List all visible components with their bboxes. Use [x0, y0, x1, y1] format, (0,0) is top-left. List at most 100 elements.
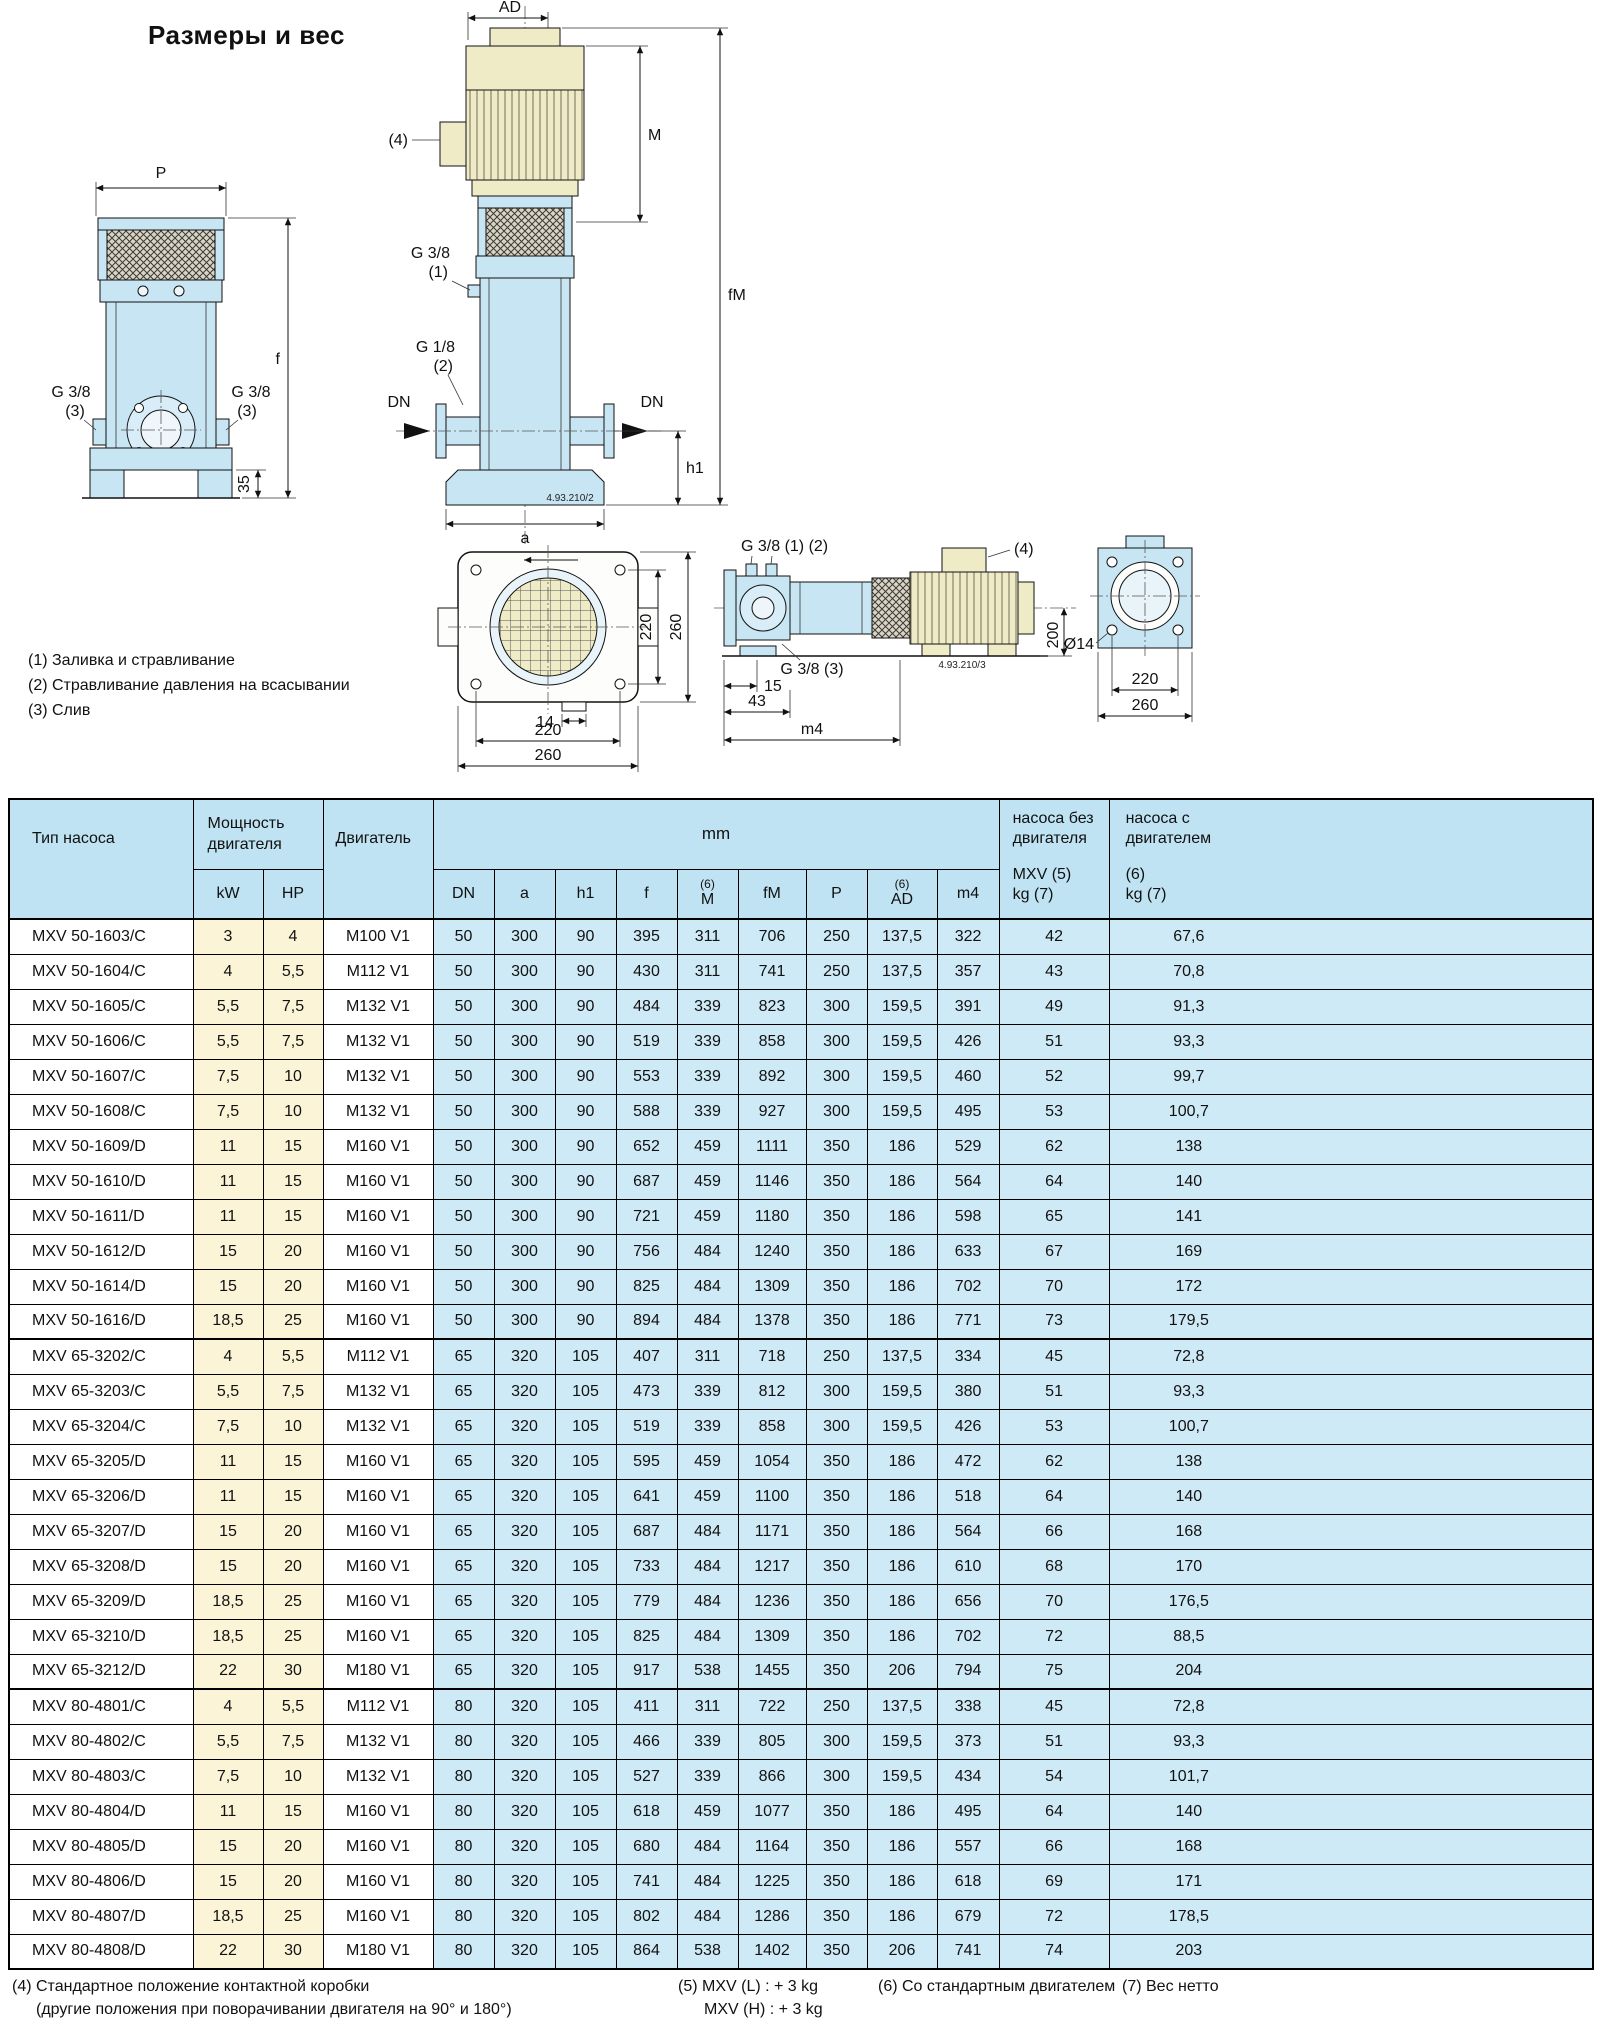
pump-type-cell: MXV 50-1604/C	[8, 953, 194, 990]
table-cell: 618	[936, 1863, 1000, 1900]
table-cell: 15	[262, 1443, 324, 1480]
page-title: Размеры и вес	[148, 20, 345, 50]
pump-type-cell: MXV 65-3208/D	[8, 1548, 194, 1585]
top-view-drawing: 220 260 14 220 260	[437, 545, 696, 772]
table-cell: 105	[554, 1583, 617, 1620]
table-cell: 1111	[737, 1128, 807, 1165]
table-cell: 186	[866, 1198, 938, 1235]
table-cell: 300	[805, 1758, 868, 1795]
table-cell: 320	[493, 1373, 556, 1410]
table-cell: 1455	[737, 1653, 807, 1690]
table-cell: 80	[432, 1863, 495, 1900]
pump-type-cell: MXV 50-1610/D	[8, 1163, 194, 1200]
table-cell: 320	[493, 1618, 556, 1655]
table-cell: 339	[676, 1373, 739, 1410]
pump-type-cell: MXV 65-3210/D	[8, 1618, 194, 1655]
table-cell: 350	[805, 1653, 868, 1690]
table-cell: 641	[615, 1478, 678, 1515]
pump-type-cell: MXV 65-3207/D	[8, 1513, 194, 1550]
table-cell: 633	[936, 1233, 1000, 1270]
table-cell: 350	[805, 1583, 868, 1620]
pump-type-cell: MXV 65-3205/D	[8, 1443, 194, 1480]
note-2: (2) Стравливание давления на всасывании	[28, 677, 350, 694]
table-cell: 350	[805, 1303, 868, 1340]
table-cell: 7,5	[192, 1058, 264, 1095]
table-cell: 1286	[737, 1898, 807, 1935]
table-cell: 812	[737, 1373, 807, 1410]
table-cell: 11	[192, 1198, 264, 1235]
footnotes: (4) Стандартное положение контактной кор…	[0, 1970, 1600, 2034]
table-cell: 756	[615, 1233, 678, 1270]
table-cell: 484	[676, 1583, 739, 1620]
table-cell: 350	[805, 1478, 868, 1515]
table-cell: 350	[805, 1548, 868, 1585]
table-cell: 1378	[737, 1303, 807, 1340]
table-cell: 45	[998, 1688, 1110, 1725]
table-cell: 722	[737, 1688, 807, 1725]
col-header-power-line1: Мощность	[207, 815, 285, 833]
table-cell: 484	[676, 1898, 739, 1935]
table-cell: 1077	[737, 1793, 807, 1830]
table-cell: M160 V1	[322, 1163, 434, 1200]
table-cell: 339	[676, 1023, 739, 1060]
table-cell: M160 V1	[322, 1268, 434, 1305]
table-cell: 858	[737, 1023, 807, 1060]
table-cell: 300	[493, 953, 556, 990]
flow-arrow-in	[404, 423, 430, 439]
dim-label-M: M	[648, 127, 661, 144]
table-cell: 90	[554, 918, 617, 955]
table-cell: 357	[936, 953, 1000, 990]
table-cell: 90	[554, 1198, 617, 1235]
table-cell: 90	[554, 1163, 617, 1200]
table-cell: 15	[262, 1793, 324, 1830]
table-cell: 50	[432, 953, 495, 990]
dim-label-35: 35	[236, 475, 253, 493]
pump-type-cell: MXV 65-3206/D	[8, 1478, 194, 1515]
table-cell: M160 V1	[322, 1128, 434, 1165]
table-cell: 10	[262, 1408, 324, 1445]
table-cell: 538	[676, 1653, 739, 1690]
table-cell: 42	[998, 918, 1110, 955]
table-cell: 186	[866, 1233, 938, 1270]
dim-label-15: 15	[764, 678, 782, 695]
table-cell: 50	[432, 1198, 495, 1235]
table-cell: 20	[262, 1268, 324, 1305]
table-cell: 472	[936, 1443, 1000, 1480]
note-1: (1) Заливка и стравливание	[28, 652, 235, 669]
table-cell: 300	[805, 1408, 868, 1445]
table-cell: 434	[936, 1758, 1000, 1795]
table-cell: 101,7	[1108, 1758, 1594, 1795]
pump-type-cell: MXV 50-1611/D	[8, 1198, 194, 1235]
table-cell: 25	[262, 1898, 324, 1935]
port-label-3-right: (3)	[237, 403, 257, 420]
table-cell: 15	[192, 1828, 264, 1865]
table-cell: 320	[493, 1548, 556, 1585]
table-cell: 779	[615, 1583, 678, 1620]
table-cell: 334	[936, 1338, 1000, 1375]
col-header-pump-type: Тип насоса	[8, 798, 194, 920]
table-cell: 65	[432, 1478, 495, 1515]
table-cell: 5,5	[262, 953, 324, 990]
table-cell: 391	[936, 988, 1000, 1025]
table-cell: 67	[998, 1233, 1110, 1270]
table-cell: 484	[676, 1618, 739, 1655]
table-cell: 15	[192, 1268, 264, 1305]
table-cell: 495	[936, 1793, 1000, 1830]
table-cell: 7,5	[192, 1408, 264, 1445]
table-cell: 718	[737, 1338, 807, 1375]
table-cell: 93,3	[1108, 1373, 1594, 1410]
table-cell: 588	[615, 1093, 678, 1130]
table-cell: M112 V1	[322, 1338, 434, 1375]
table-cell: 1180	[737, 1198, 807, 1235]
table-cell: 300	[805, 1023, 868, 1060]
table-cell: 18,5	[192, 1303, 264, 1340]
table-cell: 300	[493, 918, 556, 955]
table-cell: 5,5	[262, 1338, 324, 1375]
table-cell: 15	[262, 1163, 324, 1200]
table-cell: 50	[432, 1163, 495, 1200]
